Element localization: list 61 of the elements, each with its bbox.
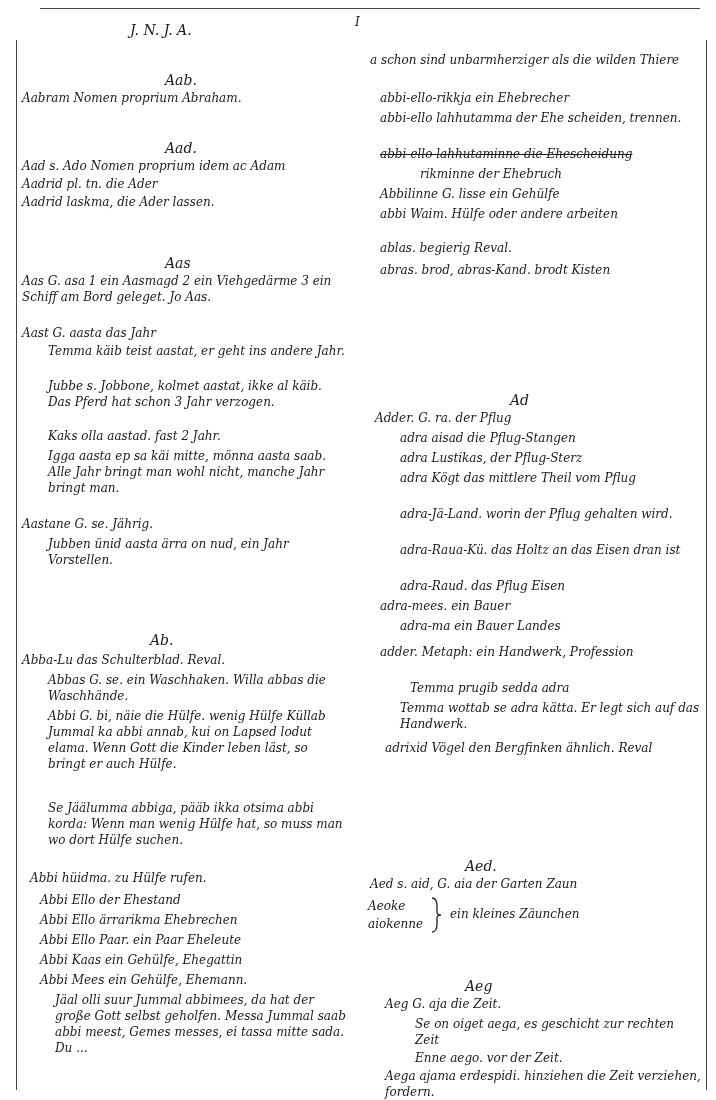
dictionary-entry: Se Jäälumma abbiga, pääb ikka otsima abbi korda: Wenn man wenig Hülfe hat, so muss man wo dort Hülfe suchen.: [48, 800, 344, 848]
dictionary-entry: a schon sind unbarmherziger als die wilden Thiere: [370, 52, 681, 68]
dictionary-entry: Aed s. aid, G. aia der Garten Zaun: [370, 876, 579, 892]
dictionary-entry: aiokenne: [368, 916, 424, 932]
dictionary-entry: Aast G. aasta das Jahr: [22, 325, 158, 341]
dictionary-entry: Aeoke: [368, 898, 406, 914]
dictionary-entry: Abbi Ello der Ehestand: [40, 892, 182, 908]
section-heading: Aeg: [465, 978, 493, 994]
dictionary-entry: adra-Raua-Kü. das Holtz an das Eisen dran ist: [400, 542, 682, 558]
dictionary-entry: Aega ajama erdespidi. hinziehen die Zeit verziehen, fordern.: [385, 1068, 702, 1100]
dictionary-entry: adra aisad die Pflug-Stangen: [400, 430, 577, 446]
dictionary-entry: Abbas G. se. ein Waschhaken. Willa abbas die Waschhände.: [48, 672, 327, 704]
dictionary-entry: Temma käib teist aastat, er geht ins andere Jahr.: [48, 343, 346, 359]
dictionary-entry: ablas. begierig Reval.: [380, 240, 513, 256]
section-heading: Aas: [165, 255, 191, 271]
dictionary-entry: Jubbe s. Jobbone, kolmet aastat, ikke al käib. Das Pferd hat schon 3 Jahr verzogen.: [48, 378, 323, 410]
dictionary-entry: Abbi Ello Paar. ein Paar Eheleute: [40, 932, 243, 948]
dictionary-entry: adrixid Vögel den Bergfinken ähnlich. Reval: [385, 740, 654, 756]
dictionary-entry: Aad s. Ado Nomen proprium idem ac Adam: [22, 158, 287, 174]
dictionary-entry: Aeg G. aja die Zeit.: [385, 996, 503, 1012]
dictionary-entry: Jäal olli suur Jummal abbimees, da hat der große Gott selbst geholfen. Messa Jummal saab abbi meest, Gemes messes, ei tassa mitte sada. Du ...: [55, 992, 347, 1056]
dictionary-entry: Abbi Kaas ein Gehülfe, Ehegattin: [40, 952, 244, 968]
dictionary-entry: Abbi G. bi, näie die Hülfe. wenig Hülfe Küllab Jummal ka abbi annab, kui on Lapsed lodut elama. Wenn Gott die Kinder leben läst, so bringt er auch Hülfe.: [48, 708, 327, 772]
dictionary-entry: adra Lustikas, der Pflug-Sterz: [400, 450, 584, 466]
dictionary-entry: adra-Raud. das Pflug Eisen: [400, 578, 566, 594]
dictionary-entry: adra Kögt das mittlere Theil vom Pflug: [400, 470, 637, 486]
dictionary-entry: Adder. G. ra. der Pflug: [375, 410, 513, 426]
page-number: I: [355, 14, 360, 30]
section-heading: Ab.: [150, 632, 174, 648]
dictionary-entry: Jubben ünid aasta ärra on nud, ein Jahr Vorstellen.: [48, 536, 291, 568]
dictionary-entry: ein kleines Zäunchen: [450, 906, 581, 922]
struck-entry: abbi-ello lahhutaminne die Ehescheidung: [380, 146, 633, 162]
section-heading: Aab.: [165, 72, 197, 88]
section-heading: Ad: [510, 392, 530, 408]
dictionary-entry: Se on oiget aega, es geschicht zur rechten Zeit: [415, 1016, 676, 1048]
dictionary-entry: Abbi Mees ein Gehülfe, Ehemann.: [40, 972, 249, 988]
dictionary-entry: abbi Waim. Hülfe oder andere arbeiten: [380, 206, 619, 222]
dictionary-entry: Abbi hüidma. zu Hülfe rufen.: [30, 870, 208, 886]
dictionary-entry: Igga aasta ep sa käi mitte, mönna aasta saab. Alle Jahr bringt man wohl nicht, manche Jahr bringt man.: [48, 448, 327, 496]
dictionary-entry: Aabram Nomen proprium Abraham.: [22, 90, 243, 106]
dictionary-entry: Enne aego. vor der Zeit.: [415, 1050, 564, 1066]
dictionary-entry: abbi-ello-rikkja ein Ehebrecher: [380, 90, 571, 106]
dictionary-entry: rikminne der Ehebruch: [420, 166, 563, 182]
dictionary-entry: Temma prugib sedda adra: [410, 680, 571, 696]
dictionary-entry: Abba-Lu das Schulterblad. Reval.: [22, 652, 227, 668]
section-heading: Aad.: [165, 140, 197, 156]
dictionary-entry: Aadrid pl. tn. die Ader: [22, 176, 159, 192]
dictionary-entry: Abbi Ello ärrarikma Ehebrechen: [40, 912, 239, 928]
dictionary-entry: Abbilinne G. lisse ein Gehülfe: [380, 186, 561, 202]
dictionary-entry: adra-mees. ein Bauer: [380, 598, 512, 614]
dictionary-entry: abras. brod, abras-Kand. brodt Kisten: [380, 262, 612, 278]
dictionary-entry: Temma wottab se adra kätta. Er legt sich auf das Handwerk.: [400, 700, 700, 732]
dictionary-entry: adra-ma ein Bauer Landes: [400, 618, 562, 634]
dictionary-entry: abbi-ello lahhutamma der Ehe scheiden, trennen.: [380, 110, 683, 126]
section-heading: Aed.: [465, 858, 497, 874]
dictionary-entry: Aadrid laskma, die Ader lassen.: [22, 194, 216, 210]
dictionary-entry: Kaks olla aastad. fast 2 Jahr.: [48, 428, 222, 444]
dictionary-entry: adder. Metaph: ein Handwerk, Profession: [380, 644, 635, 660]
dictionary-entry: Aas G. asa 1 ein Aasmagd 2 ein Viehgedärme 3 ein Schiff am Bord geleget. Jo Aas.: [22, 273, 333, 305]
dictionary-entry: adra-Jä-Land. worin der Pflug gehalten wird.: [400, 506, 674, 522]
dictionary-entry: Aastane G. se. Jährig.: [22, 516, 155, 532]
